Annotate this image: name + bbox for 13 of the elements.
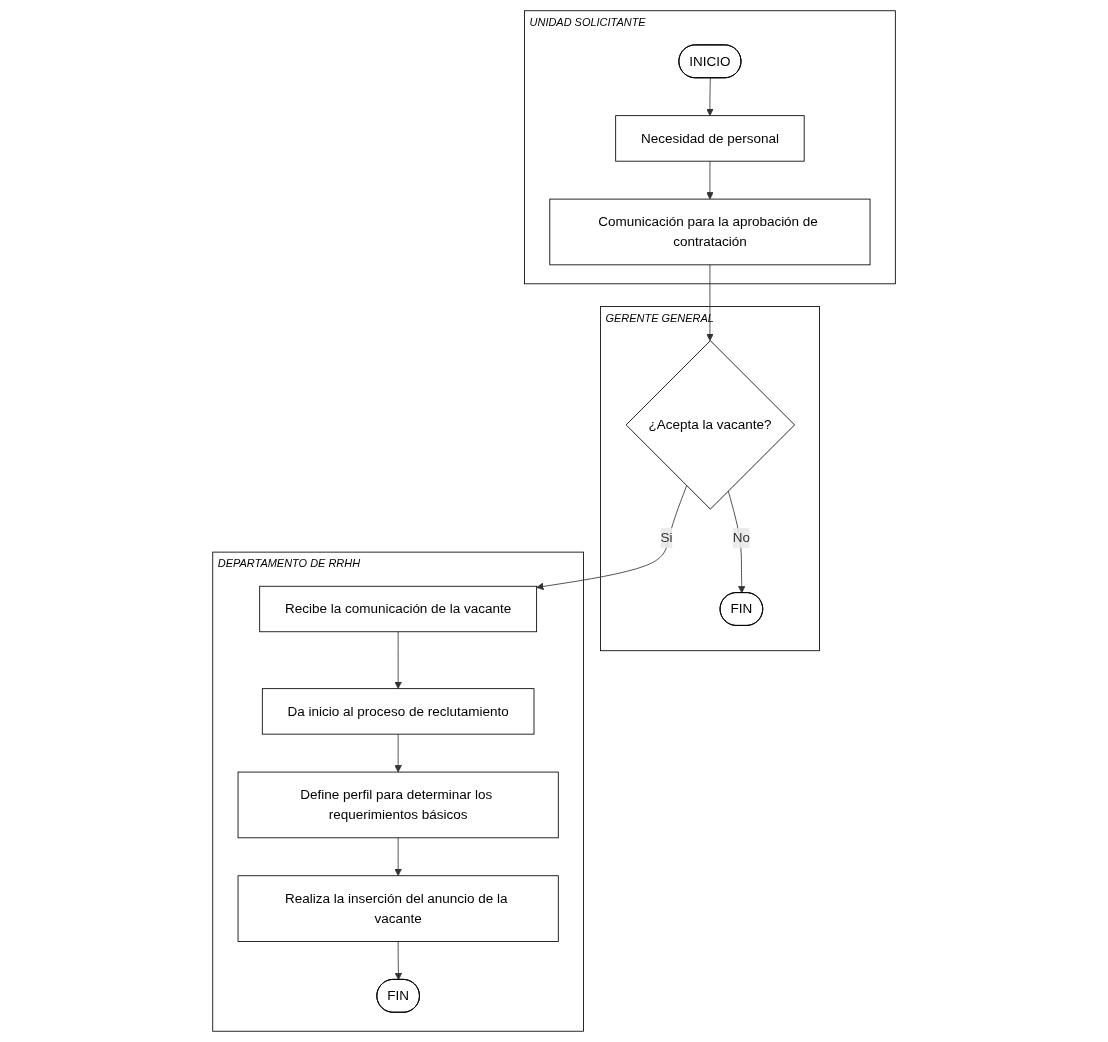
node-box — [549, 198, 871, 266]
swimlane-flowchart: UNIDAD SOLICITANTE INICIO Necesidad de personal Comunicación para la aprobación de contratación GERENTE GENERAL ¿Acepta la vacante? Si No DEPARTAMENTO DE RRHH Recibe la comunicación de la vacante FIN Da inicio al proceso de reclutamiento Define perfil para determinar los requerimientos básicos Realiza la inserción del anuncio de la vacante FIN — [205, 4, 903, 1038]
node-box — [237, 771, 559, 839]
node-diamond — [625, 340, 795, 510]
node-box — [237, 875, 559, 942]
node-box — [615, 115, 805, 162]
node-box — [259, 585, 537, 633]
cluster — [524, 10, 896, 285]
cluster — [599, 306, 820, 652]
edge-label: Si — [660, 530, 673, 545]
edge-label: No — [732, 530, 750, 545]
cluster — [212, 551, 584, 1032]
node-box — [261, 688, 535, 735]
